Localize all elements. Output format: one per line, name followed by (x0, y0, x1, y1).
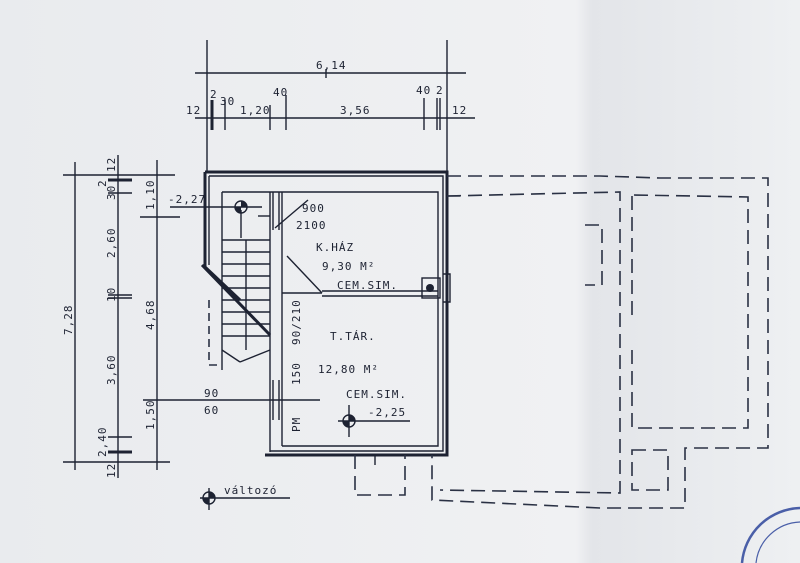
top-dimensions: 6,14 12 2 30 1,20 40 3,56 40 2 12 (186, 40, 475, 172)
room-name-kamra: K.HÁZ (316, 241, 354, 254)
dim-label: 12 (105, 157, 118, 172)
level-marker-varies (200, 488, 290, 510)
dim-label: 12 (186, 104, 201, 117)
dim-label: 12 (105, 463, 118, 478)
official-stamp (740, 506, 800, 563)
sill-height-label: 150 (290, 362, 303, 385)
room-area-storage: 12,80 M² (318, 363, 379, 376)
window-height-label: 60 (204, 404, 219, 417)
stairs (200, 192, 272, 370)
plan-labels: -2,27 900 2100 K.HÁZ 9,30 M² CEM.SIM. 90… (168, 193, 407, 497)
level-marker-bottom (338, 405, 410, 437)
varies-label: változó (224, 484, 277, 497)
dim-label: 2,40 (96, 427, 109, 458)
dim-label: 30 (105, 185, 118, 200)
dim-overall-height: 7,28 (62, 305, 75, 336)
room-area-kamra: 9,30 M² (322, 260, 375, 273)
dim-label: 2 (96, 179, 109, 187)
adjoining-building-outline (354, 175, 769, 509)
dim-label: 1,10 (144, 180, 157, 211)
level-top-label: -2,27 (168, 193, 206, 206)
dim-label: 4,68 (144, 300, 157, 331)
door-height-label: 2100 (296, 219, 327, 232)
pm-label: PM (290, 417, 303, 432)
dim-label: 10 (105, 287, 118, 302)
dim-label: 40 (273, 86, 288, 99)
dim-label: 12 (452, 104, 467, 117)
floor-finish-storage: CEM.SIM. (346, 388, 407, 401)
dim-label: 2 (436, 84, 444, 97)
dim-label: 1,50 (144, 400, 157, 431)
door-width-label: 900 (302, 202, 325, 215)
level-marker-top (170, 200, 270, 217)
floor-finish-kamra: CEM.SIM. (337, 279, 398, 292)
chimney-icon (426, 284, 434, 292)
dim-label: 40 (416, 84, 431, 97)
dim-label: 2,60 (105, 228, 118, 259)
door-mid-label: 90/210 (290, 299, 303, 345)
dim-label: 2 (210, 88, 218, 101)
dim-label: 1,20 (240, 104, 271, 117)
room-name-storage: T.TÁR. (330, 330, 376, 343)
window-width-label: 90 (204, 387, 219, 400)
dim-label: 30 (220, 95, 235, 108)
dim-overall-width: 6,14 (316, 59, 347, 72)
level-bottom-label: -2,25 (368, 406, 406, 419)
dim-label: 3,56 (340, 104, 371, 117)
left-dimensions: 7,28 4,68 1,10 1,50 12 2 30 2,60 10 3,60… (62, 155, 320, 478)
dim-label: 3,60 (105, 355, 118, 386)
